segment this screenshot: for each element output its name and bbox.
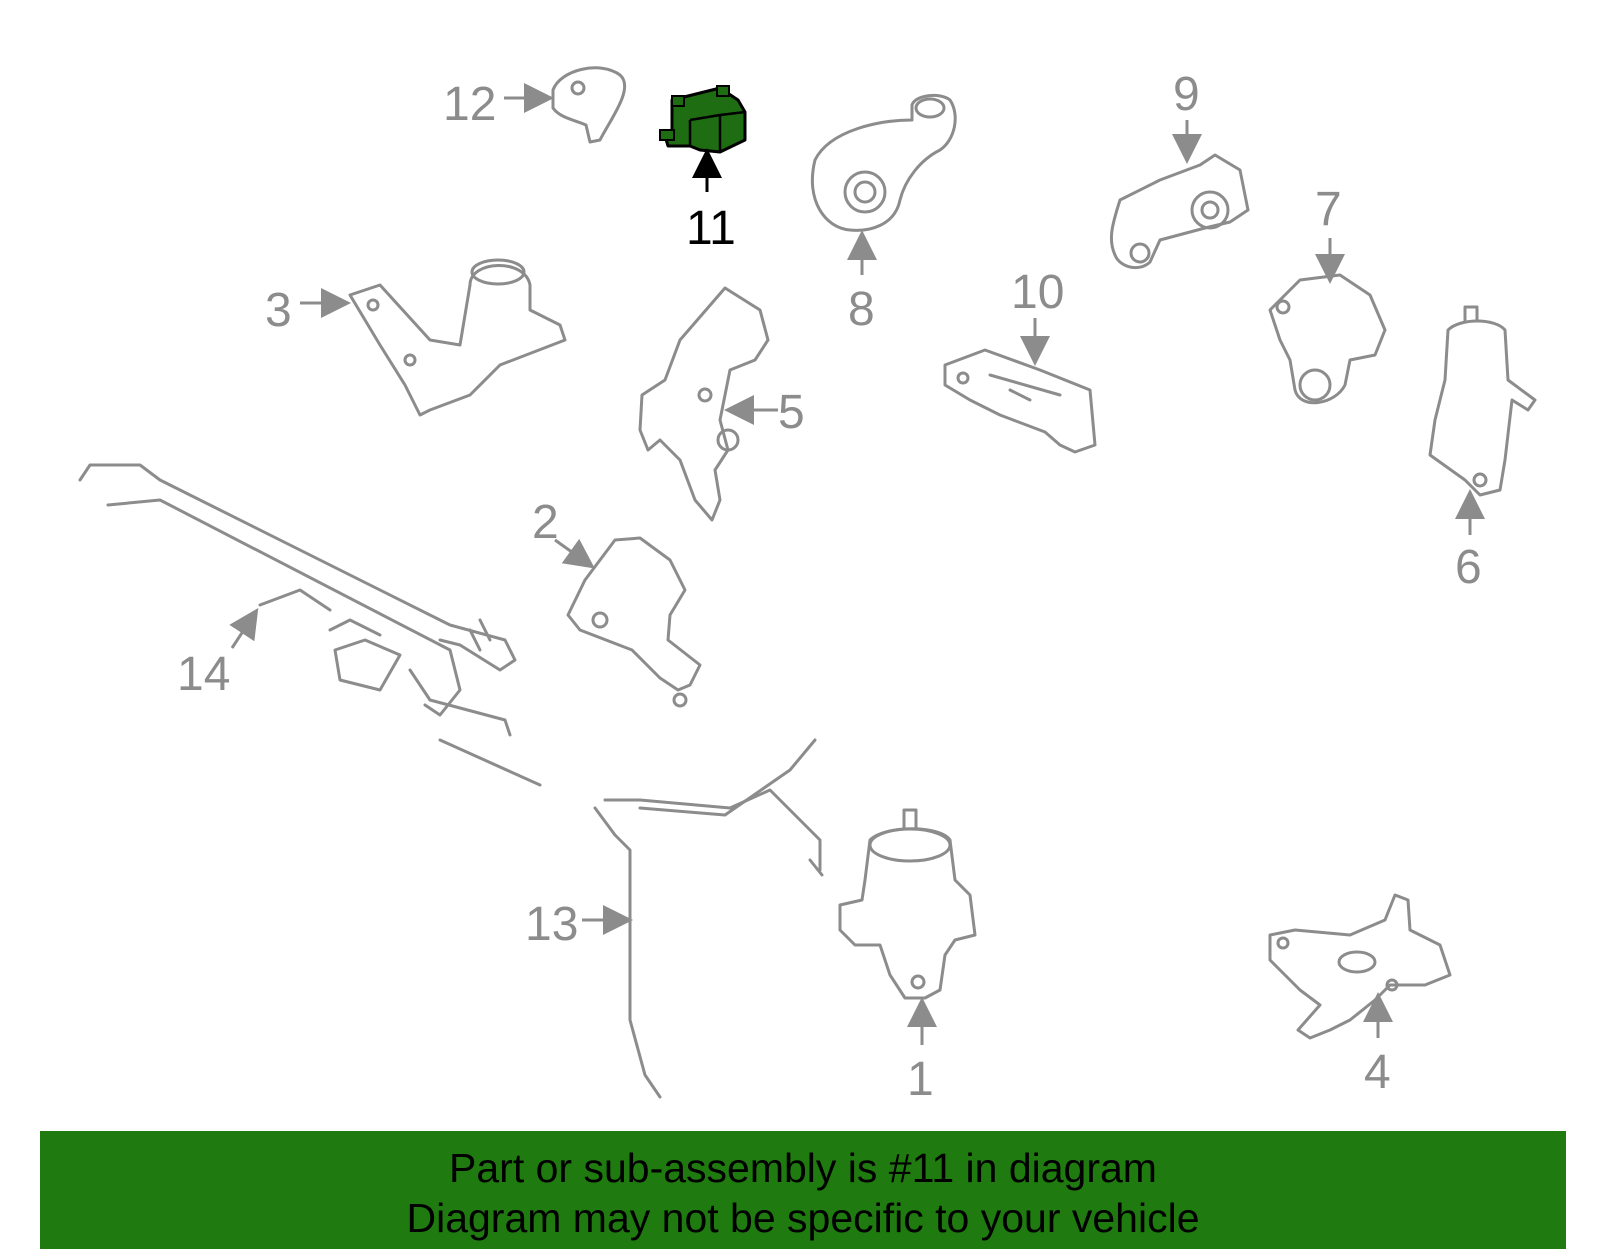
part-10-insulator[interactable] (943, 348, 1097, 454)
callout-12: 12 (443, 78, 496, 131)
callout-11: 11 (686, 202, 736, 255)
caption-line-2: Diagram may not be specific to your vehi… (406, 1195, 1200, 1241)
part-13-rod[interactable] (593, 738, 824, 1099)
callout-8: 8 (848, 283, 875, 336)
part-7-mount[interactable] (1268, 273, 1387, 405)
callout-7: 7 (1315, 183, 1342, 236)
callout-13: 13 (525, 898, 578, 951)
callout-4: 4 (1364, 1046, 1391, 1099)
part-8-torque-rod[interactable] (810, 93, 957, 232)
caption-banner: Part or sub-assembly is #11 in diagram D… (40, 1131, 1566, 1249)
callout-5: 5 (778, 386, 805, 439)
caption-line-1: Part or sub-assembly is #11 in diagram (449, 1145, 1157, 1191)
part-11-solenoid-valve[interactable] (659, 85, 747, 154)
part-6-hydraulic-mount[interactable] (1428, 305, 1537, 497)
part-2-bracket[interactable] (566, 536, 702, 708)
callout-3: 3 (265, 284, 292, 337)
part-9-mount[interactable] (1109, 153, 1250, 270)
callout-14: 14 (177, 648, 230, 701)
part-12-bracket[interactable] (551, 66, 627, 144)
part-4-crossmember[interactable] (1268, 893, 1452, 1040)
callout-1: 1 (907, 1053, 934, 1106)
part-3-mount-bracket[interactable] (348, 258, 567, 417)
callout-10: 10 (1011, 266, 1064, 319)
part-1-engine-mount[interactable] (838, 808, 977, 1000)
callout-2: 2 (532, 496, 559, 549)
callout-6: 6 (1455, 541, 1482, 594)
part-14-tube-assembly[interactable] (78, 463, 542, 787)
callout-9: 9 (1173, 68, 1200, 121)
part-5-bracket[interactable] (638, 286, 770, 522)
